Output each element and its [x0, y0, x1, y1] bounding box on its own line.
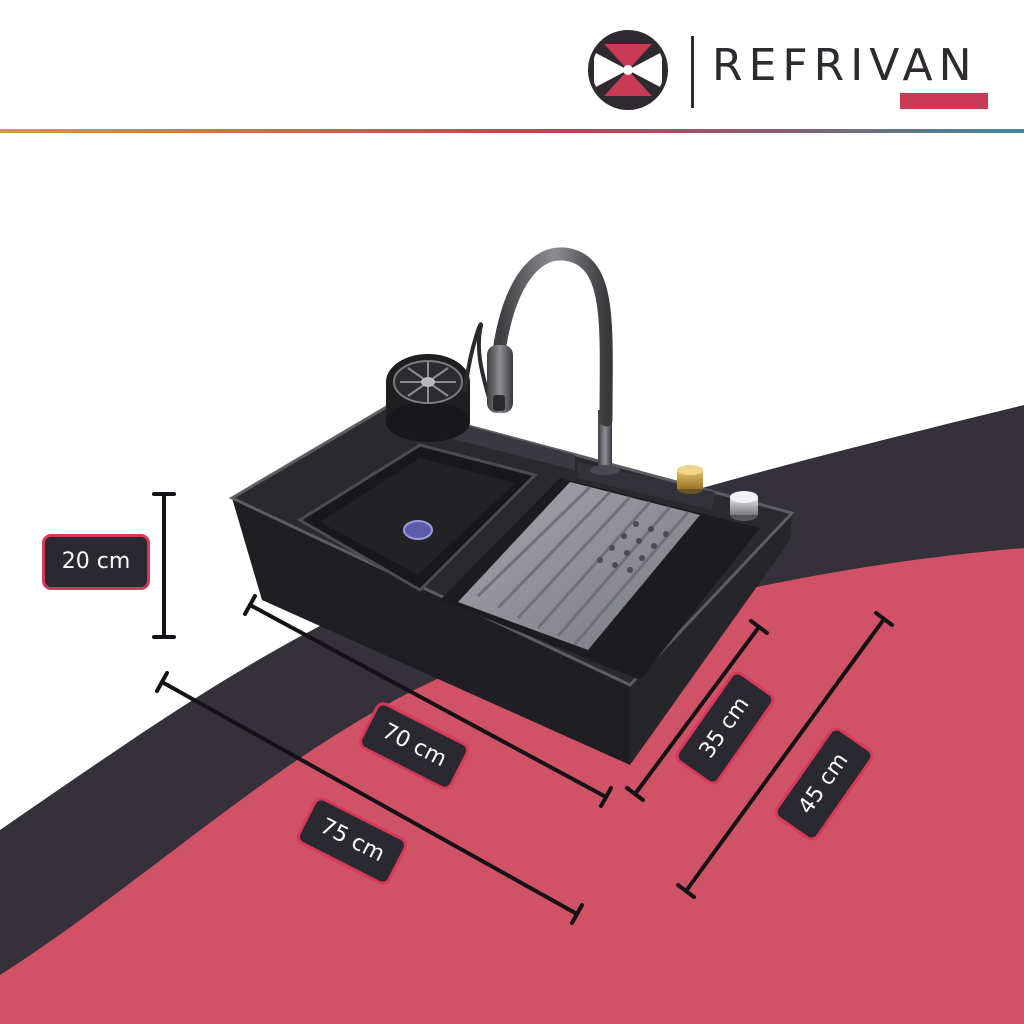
- dimension-lines: [152, 492, 894, 925]
- logo-divider: [691, 36, 694, 108]
- pink-band: [0, 548, 1024, 1024]
- height-label: 20 cm: [42, 534, 150, 590]
- kitchen-sink-illustration: [228, 247, 795, 765]
- brand-logo-mark: [588, 30, 668, 110]
- brand-name: REFRIVAN: [712, 40, 978, 91]
- brand-tagline: [900, 93, 988, 109]
- header-accent-line: [0, 129, 1024, 133]
